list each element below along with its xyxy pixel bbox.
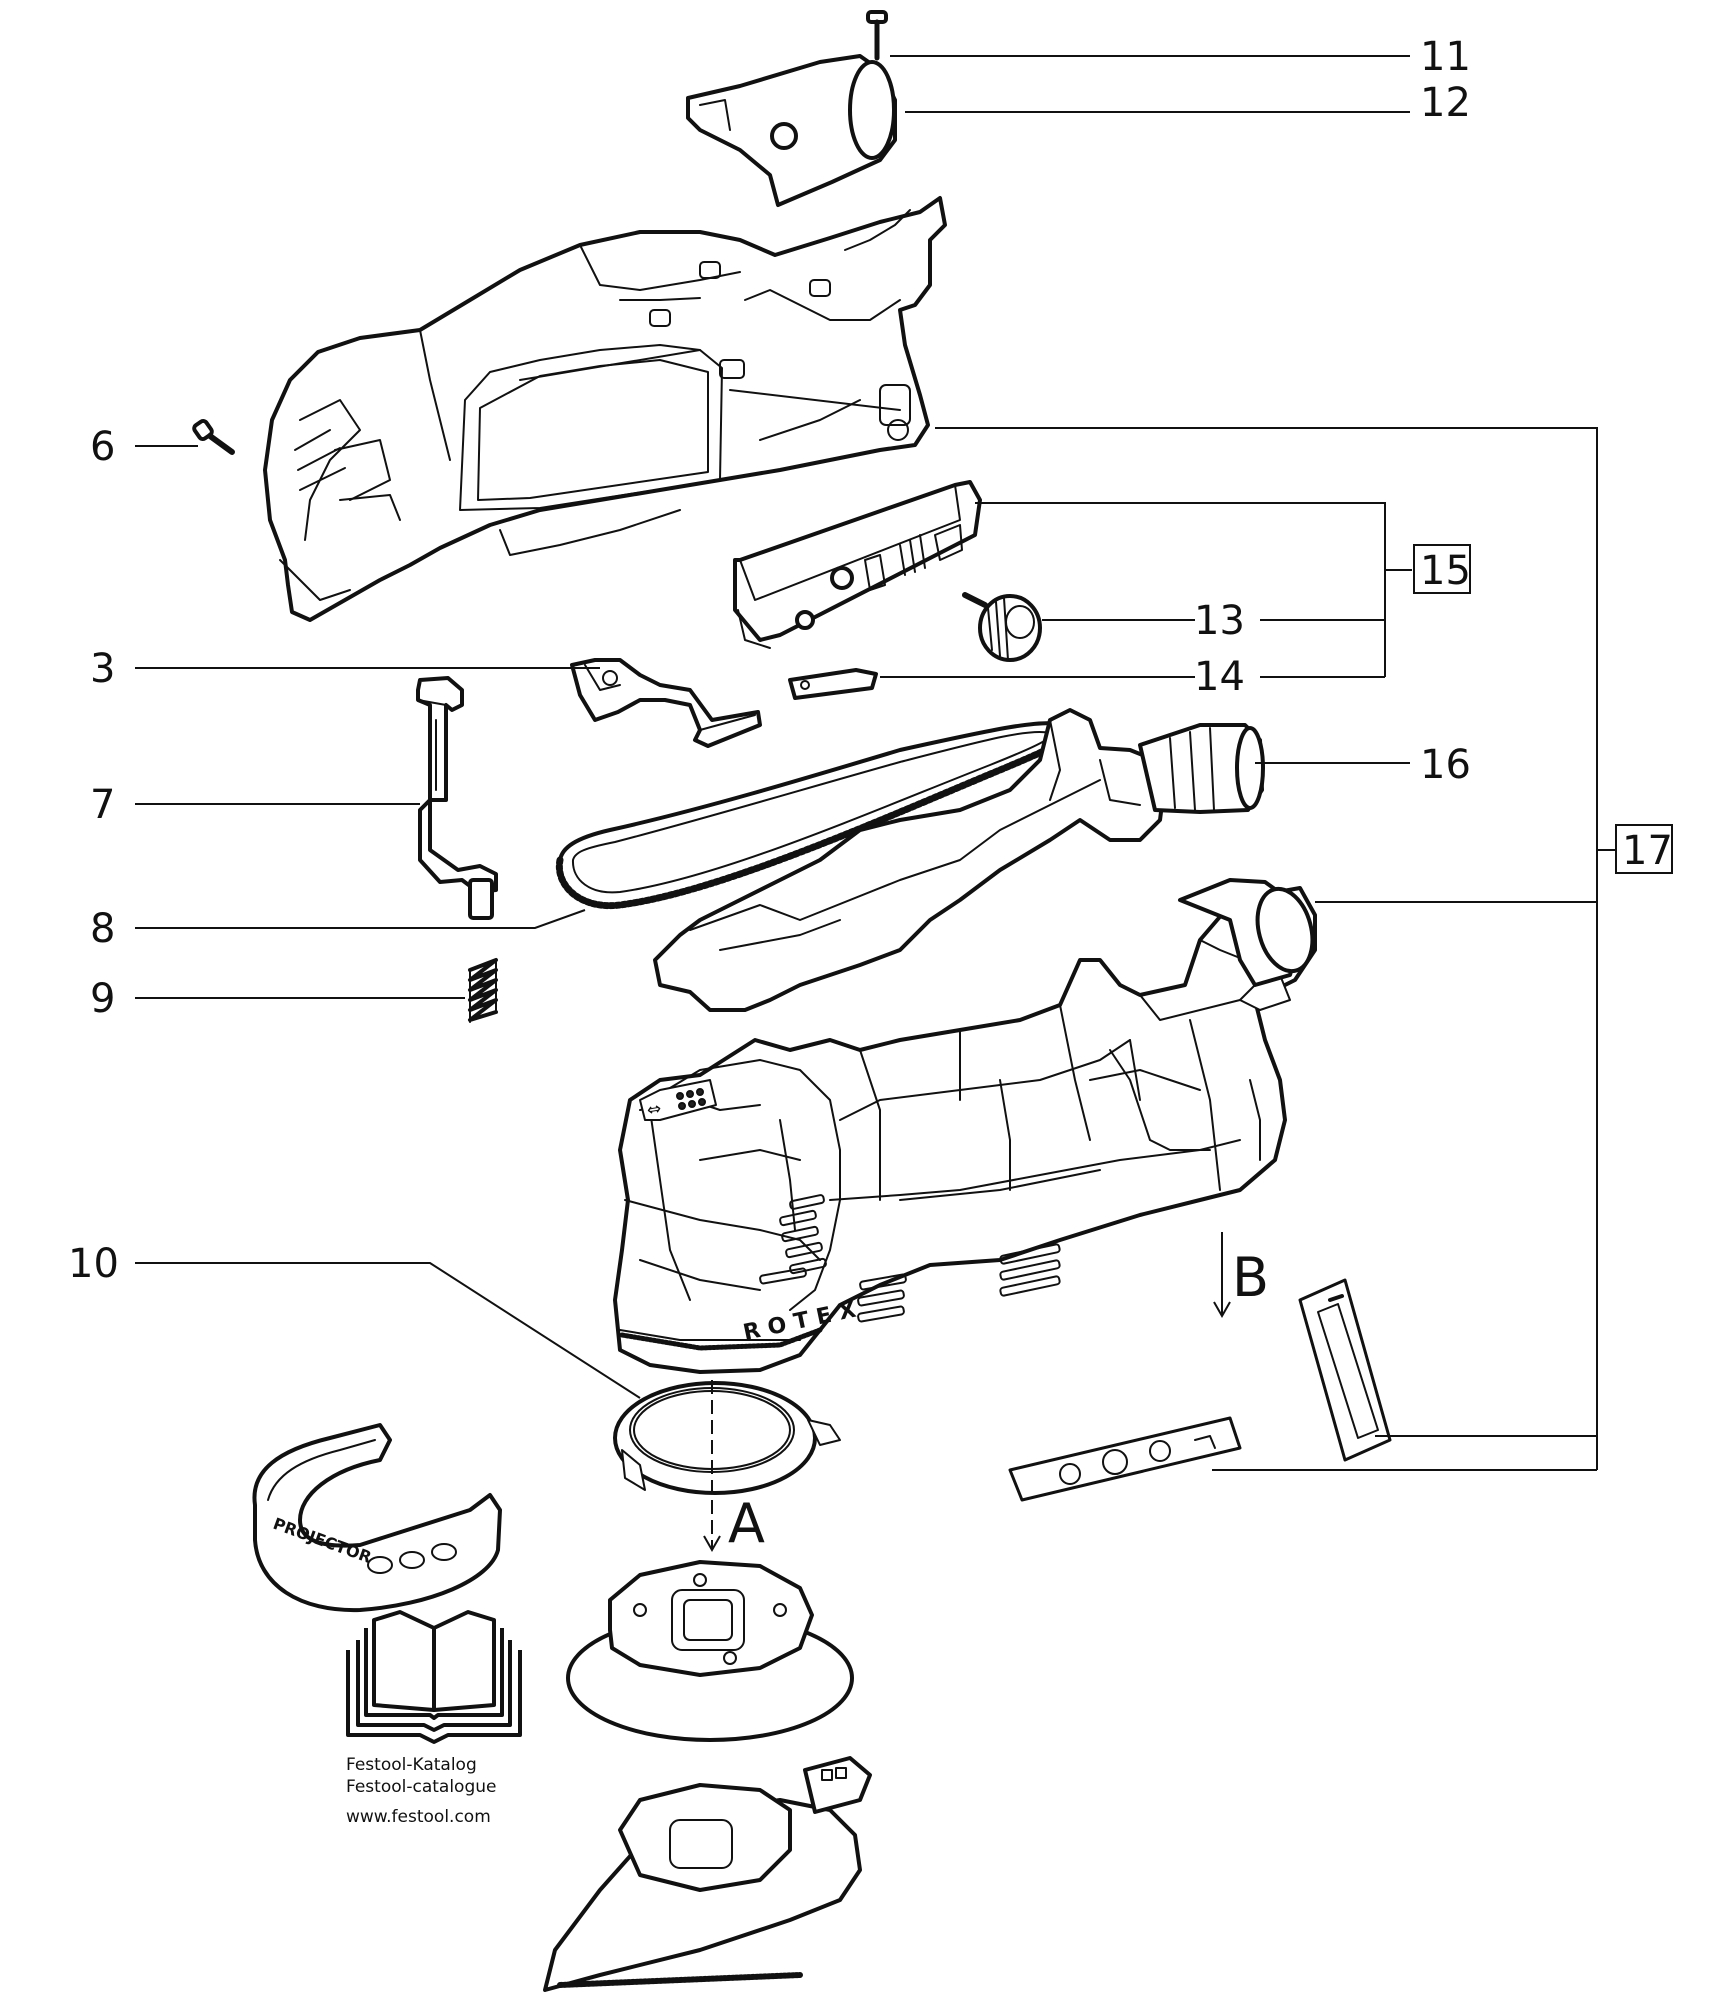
- callout-7: 7: [90, 782, 115, 828]
- callout-15: 15: [1420, 548, 1471, 594]
- round-sanding-pad: [566, 1560, 854, 1742]
- view-label-b: B: [1232, 1246, 1269, 1309]
- part-15-switch-assembly: [733, 480, 982, 649]
- callout-8: 8: [90, 906, 115, 952]
- main-housing: ⇔ ROTEX: [613, 878, 1317, 1374]
- callout-12: 12: [1420, 80, 1471, 126]
- callout-16: 16: [1420, 742, 1471, 788]
- callout-15-box: [1413, 544, 1471, 594]
- callout-13: 13: [1194, 598, 1245, 644]
- sticker-vertical: [1298, 1278, 1392, 1462]
- callout-3: 3: [90, 646, 115, 692]
- part-12-cover: [686, 54, 897, 207]
- projector-guard: PROJECTOR: [252, 1423, 502, 1613]
- catalog-url: www.festool.com: [346, 1807, 491, 1827]
- svg-text:⇔: ⇔: [645, 1099, 663, 1121]
- part-14-plate: [788, 668, 878, 700]
- part-11-screw: [866, 10, 888, 61]
- callout-17-box: [1615, 824, 1673, 874]
- catalog-book-icon: [346, 1610, 522, 1744]
- callout-14: 14: [1194, 654, 1245, 700]
- delta-sanding-pad: [543, 1756, 872, 1992]
- callout-11: 11: [1420, 34, 1471, 80]
- callout-9: 9: [90, 976, 115, 1022]
- sticker-horizontal: [1008, 1416, 1242, 1502]
- part-10-ring: [613, 1381, 841, 1495]
- catalog-line-1: Festool-Katalog: [346, 1755, 477, 1775]
- part-16-dust-duct: [653, 708, 1265, 1012]
- view-label-a: A: [728, 1492, 765, 1555]
- leader-lines: [135, 55, 1616, 1553]
- part-13-knob: [962, 592, 1042, 662]
- upper-housing: [263, 196, 947, 622]
- callout-17: 17: [1622, 828, 1673, 874]
- part-6-screw: [192, 419, 235, 455]
- callout-6: 6: [90, 424, 115, 470]
- part-3-switch-lever: [570, 658, 762, 748]
- part-9-spring: [468, 958, 498, 1023]
- callout-10: 10: [68, 1241, 119, 1287]
- catalog-line-2: Festool-catalogue: [346, 1777, 497, 1797]
- part-7-bracket: [416, 676, 498, 920]
